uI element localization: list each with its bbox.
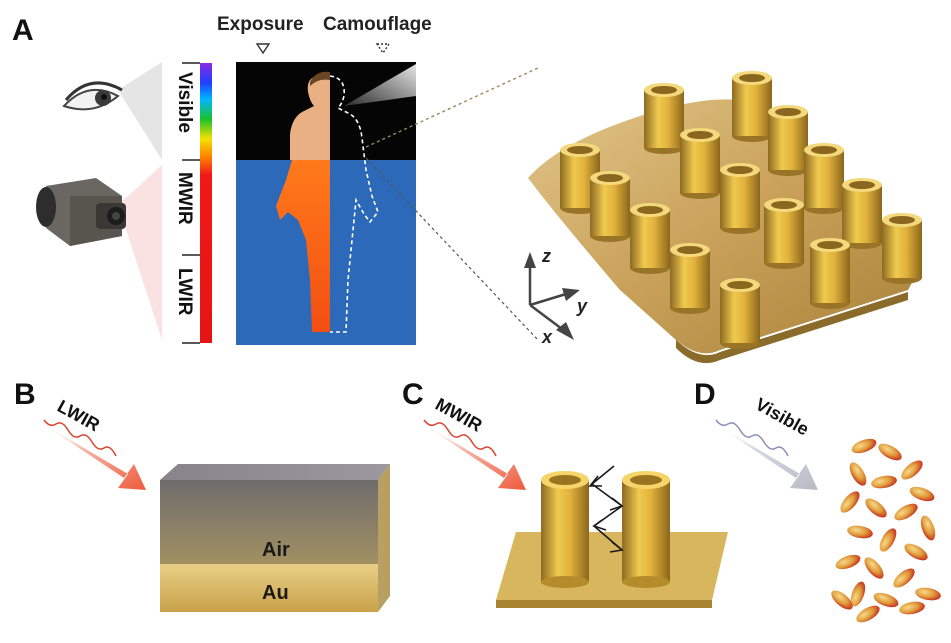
panel-b-letter: B <box>14 378 36 411</box>
nanocylinder <box>644 83 684 154</box>
nanocylinder <box>670 243 710 314</box>
gold-metasurface-3d <box>528 71 922 364</box>
air-label: Air <box>262 539 290 561</box>
nanoparticle-cluster <box>831 438 941 623</box>
nanocylinder <box>804 143 844 214</box>
header-camouflage: Camouflage <box>323 14 432 35</box>
reflection-arrows <box>588 465 624 553</box>
nanocylinder <box>768 105 808 176</box>
nanocylinder-left <box>541 480 589 582</box>
panel-c: C MWIR <box>402 378 728 608</box>
nanocylinder-array <box>560 71 922 349</box>
panel-d: D Visible <box>694 378 941 623</box>
body-thermal <box>276 160 330 332</box>
thermal-camera-icon <box>36 178 126 246</box>
panel-c-letter: C <box>402 378 424 411</box>
mwir-ray-arrow <box>420 422 526 490</box>
nanocylinder <box>842 178 882 249</box>
nanoparticle <box>904 543 928 561</box>
nanocylinder <box>630 203 670 274</box>
eye-icon <box>62 81 123 111</box>
nanocylinder <box>764 198 804 269</box>
nanoparticle <box>893 568 915 588</box>
nanoparticle <box>873 592 899 608</box>
band-visible-label: Visible <box>174 72 195 133</box>
nanoparticle <box>920 515 936 541</box>
lwir-ray-label: LWIR <box>54 396 103 435</box>
nanocylinder <box>882 213 922 284</box>
nanocylinder <box>732 71 772 142</box>
axis-x-label: x <box>541 327 553 347</box>
nanocylinder <box>680 128 720 199</box>
visible-ray-arrow <box>712 422 818 490</box>
nanoparticle <box>831 590 853 610</box>
body-visible <box>290 76 330 160</box>
nanocylinder <box>720 163 760 234</box>
nanoparticle <box>849 462 867 486</box>
panel-a: A Exposure Camouflage V <box>12 14 922 364</box>
lwir-ray-arrow <box>40 422 146 490</box>
visible-view-cone <box>118 62 162 160</box>
panel-a-letter: A <box>12 14 34 47</box>
nanoparticle <box>879 528 897 552</box>
air-layer <box>160 480 378 564</box>
visible-ray-label: Visible <box>752 394 812 439</box>
exposure-marker-icon <box>255 43 271 55</box>
light-beam <box>344 64 416 106</box>
mwir-ray-label: MWIR <box>432 394 485 436</box>
nanoparticle <box>850 581 866 607</box>
nanocylinder-right <box>622 480 670 582</box>
band-mwir-label: MWIR <box>174 172 195 225</box>
au-label: Au <box>262 582 289 604</box>
panel-d-letter: D <box>694 378 716 411</box>
mwir-wave-icon <box>423 419 497 457</box>
nanoparticle <box>878 443 902 461</box>
nanoparticle <box>915 587 941 601</box>
visible-wave-icon <box>715 419 789 457</box>
nanoparticle <box>894 503 918 521</box>
nanoparticle <box>909 486 935 502</box>
axis-z-label: z <box>541 246 551 266</box>
header-exposure: Exposure <box>217 14 304 35</box>
xyz-axes: z y x <box>524 246 588 347</box>
camouflage-scene <box>236 62 416 345</box>
band-lwir-label: LWIR <box>174 268 195 316</box>
nanocylinder <box>720 278 760 349</box>
camouflage-marker-icon <box>375 43 391 55</box>
nanoparticle <box>871 475 897 489</box>
nanoparticle <box>899 601 925 615</box>
axis-y-label: y <box>576 296 588 316</box>
nanoparticle <box>865 498 887 518</box>
nanoparticle <box>864 557 884 579</box>
ir-view-cone <box>118 165 162 340</box>
au-layer <box>160 564 378 612</box>
spectrum-bar <box>200 63 212 343</box>
nanocylinder <box>590 171 630 242</box>
lwir-wave-icon <box>43 419 117 457</box>
panel-b: B LWIR Air Au <box>14 378 390 612</box>
nanoparticle <box>840 491 860 513</box>
nanoparticle <box>856 605 880 623</box>
nanoparticle <box>901 460 923 480</box>
nanoparticle <box>847 525 873 539</box>
nanoparticle <box>851 438 877 454</box>
nanoparticle <box>835 554 861 570</box>
nanocylinder <box>810 238 850 309</box>
